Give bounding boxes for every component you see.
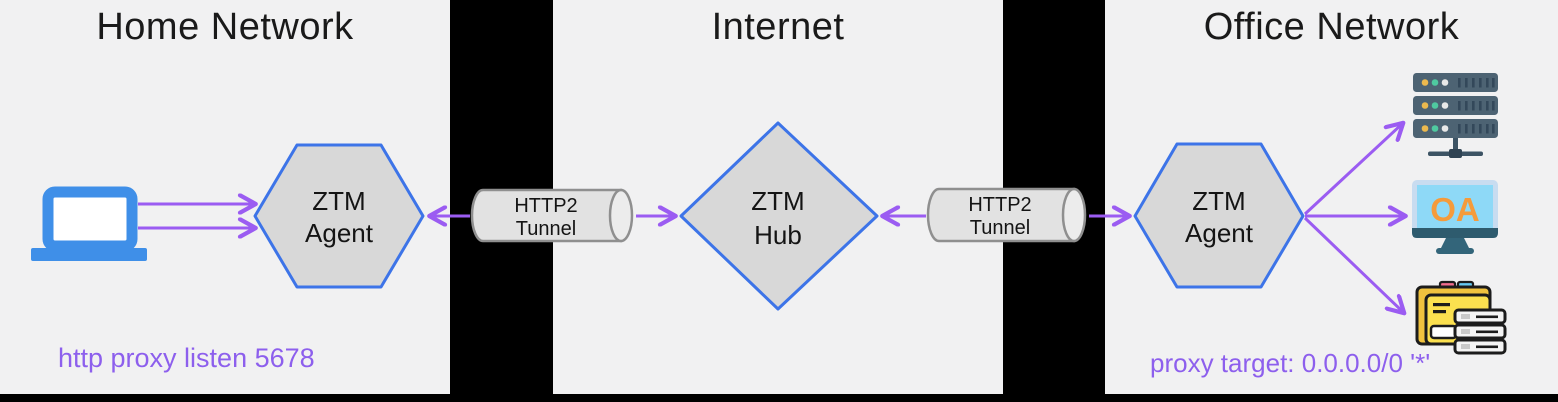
caption-http-proxy-listen: http proxy listen 5678 — [58, 343, 315, 373]
home-ztm-agent-node: ZTM Agent — [253, 143, 425, 289]
server-rack-icon — [1413, 73, 1498, 158]
file-server-icon — [1415, 280, 1507, 355]
ztm-hub-node: ZTM Hub — [679, 121, 879, 311]
home-agent-label-line2: Agent — [305, 218, 374, 248]
arrow-agent-to-server — [1303, 124, 1402, 216]
panel-title-office: Office Network — [1203, 6, 1460, 48]
arrow-agent-to-files — [1303, 216, 1403, 312]
panel-title-internet: Internet — [711, 6, 845, 48]
tunnel-left-label-line2: Tunnel — [516, 218, 576, 240]
office-ztm-agent-node: ZTM Agent — [1133, 142, 1305, 289]
tunnel-right-label-line2: Tunnel — [970, 217, 1030, 239]
panel-title-home: Home Network — [96, 6, 354, 48]
oa-monitor-label: OA — [1430, 191, 1480, 228]
laptop-icon — [31, 186, 147, 261]
panel-internet: Internet — [553, 0, 1003, 394]
http2-tunnel-right-node: HTTP2 Tunnel — [926, 187, 1087, 243]
office-agent-label-line1: ZTM — [1192, 186, 1245, 216]
oa-monitor-icon: OA — [1412, 180, 1498, 254]
tunnel-right-label-line1: HTTP2 — [968, 194, 1031, 216]
office-agent-label-line2: Agent — [1185, 218, 1254, 248]
tunnel-left-label-line1: HTTP2 — [514, 195, 577, 217]
caption-proxy-target: proxy target: 0.0.0.0/0 '*' — [1150, 348, 1431, 378]
http2-tunnel-left-node: HTTP2 Tunnel — [470, 188, 634, 243]
hub-label-line1: ZTM — [751, 186, 804, 216]
home-agent-label-line1: ZTM — [312, 186, 365, 216]
hub-label-line2: Hub — [754, 220, 802, 250]
